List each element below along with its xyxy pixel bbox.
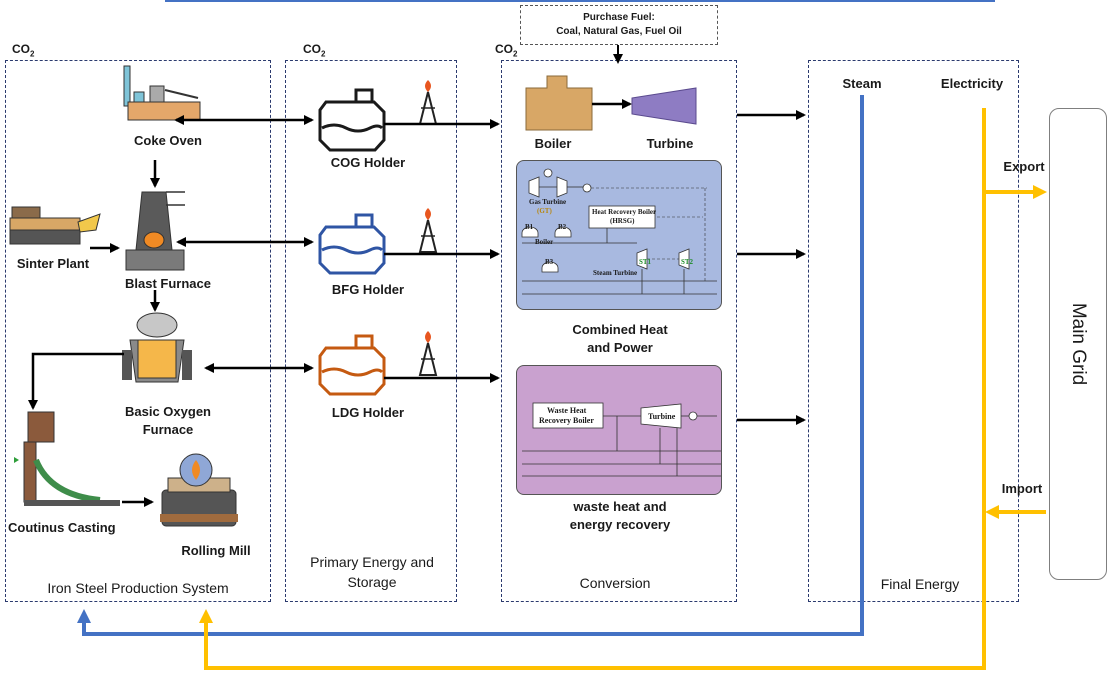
final-energy-title: Final Energy — [880, 576, 960, 592]
cog-holder-icon — [318, 88, 386, 152]
purchase-fuel-title: Purchase Fuel: — [583, 12, 655, 23]
continuous-casting-label: Coutinus Casting — [8, 520, 116, 535]
chp-b3-label: B3 — [545, 258, 554, 266]
continuous-casting-icon — [23, 411, 120, 506]
cog-holder-label: COG Holder — [330, 155, 406, 170]
main-grid-label: Main Grid — [1068, 302, 1089, 386]
chp-label-line2: and Power — [587, 340, 653, 355]
electricity-label: Electricity — [940, 76, 1004, 91]
chp-st2-label: ST2 — [681, 258, 694, 266]
bfg-holder-icon — [318, 213, 386, 275]
iron-steel-title: Iron Steel Production System — [47, 580, 229, 596]
basic-oxygen-furnace-icon — [122, 312, 192, 383]
coke-oven-icon — [123, 65, 201, 121]
turbine-label: Turbine — [646, 136, 694, 151]
main-grid-box: Main Grid — [1049, 108, 1107, 580]
purchase-fuel-box: Purchase Fuel: Coal, Natural Gas, Fuel O… — [520, 5, 718, 45]
basic-oxygen-label-line1: Basic Oxygen — [125, 404, 211, 419]
sinter-plant-label: Sinter Plant — [16, 256, 90, 271]
blast-furnace-icon — [125, 191, 185, 271]
co2-label-conversion: CO2 — [495, 42, 518, 59]
whr-box-label: Waste Heat — [547, 406, 587, 415]
co2-label-primary: CO2 — [303, 42, 326, 59]
basic-oxygen-label-line2: Furnace — [142, 422, 194, 437]
steam-label: Steam — [842, 76, 882, 91]
rolling-mill-icon — [160, 453, 238, 527]
whr-label-line2: energy recovery — [569, 517, 671, 532]
whr-label-line1: waste heat and — [573, 499, 667, 514]
boiler-label: Boiler — [534, 136, 572, 151]
primary-energy-section — [285, 60, 457, 602]
bof-casting-arrow — [28, 352, 124, 410]
coke-oven-label: Coke Oven — [134, 133, 202, 148]
chp-b1-label: B1 — [525, 223, 534, 231]
final-energy-section — [808, 60, 1019, 602]
chp-st1-label: ST1 — [639, 258, 652, 266]
chp-boiler-label: Boiler — [535, 238, 554, 246]
whr-box-label-2: Recovery Boiler — [539, 416, 594, 425]
bfg-holder-label: BFG Holder — [331, 282, 405, 297]
flare-icon-cog — [418, 80, 438, 125]
turbine-icon — [631, 87, 697, 125]
chp-hrsg-abbrev: (HRSG) — [610, 217, 635, 225]
chp-steam-turbine-label: Steam Turbine — [593, 269, 638, 277]
sinter-plant-icon — [9, 206, 101, 245]
chp-schematic — [521, 168, 717, 295]
iron-steel-section — [5, 60, 271, 602]
rolling-mill-label: Rolling Mill — [181, 543, 251, 558]
chp-gt-label: (GT) — [537, 207, 552, 215]
whr-turbine-label: Turbine — [648, 412, 676, 421]
waste-heat-schematic — [522, 402, 721, 477]
primary-energy-title-line1: Primary Energy and — [310, 554, 434, 570]
waste-heat-diagram: Waste Heat Recovery Boiler Turbine — [516, 365, 722, 495]
ldg-holder-icon — [318, 334, 386, 396]
flare-icon-ldg — [418, 331, 438, 376]
primary-energy-title-line2: Storage — [347, 574, 397, 590]
steam-return-line — [77, 95, 864, 636]
chp-hrsg-label: Heat Recovery Boiler — [592, 208, 657, 216]
chp-gas-turbine-label: Gas Turbine — [529, 198, 567, 206]
electricity-return-line — [199, 108, 986, 670]
import-label: Import — [1001, 481, 1043, 496]
conversion-title: Conversion — [579, 575, 651, 591]
export-label: Export — [1003, 159, 1045, 174]
top-border-line — [165, 0, 995, 2]
chp-label-line1: Combined Heat — [572, 322, 668, 337]
blast-furnace-label: Blast Furnace — [125, 276, 211, 291]
green-marker — [14, 457, 19, 463]
chp-diagram: Gas Turbine (GT) Heat Recovery Boiler (H… — [516, 160, 722, 310]
co2-label-iron: CO2 — [12, 42, 35, 59]
ldg-holder-label: LDG Holder — [331, 405, 405, 420]
chp-b2-label: B2 — [558, 223, 567, 231]
purchase-fuel-types: Coal, Natural Gas, Fuel Oil — [556, 26, 682, 37]
boiler-icon — [525, 75, 593, 131]
flare-icon-bfg — [418, 208, 438, 253]
